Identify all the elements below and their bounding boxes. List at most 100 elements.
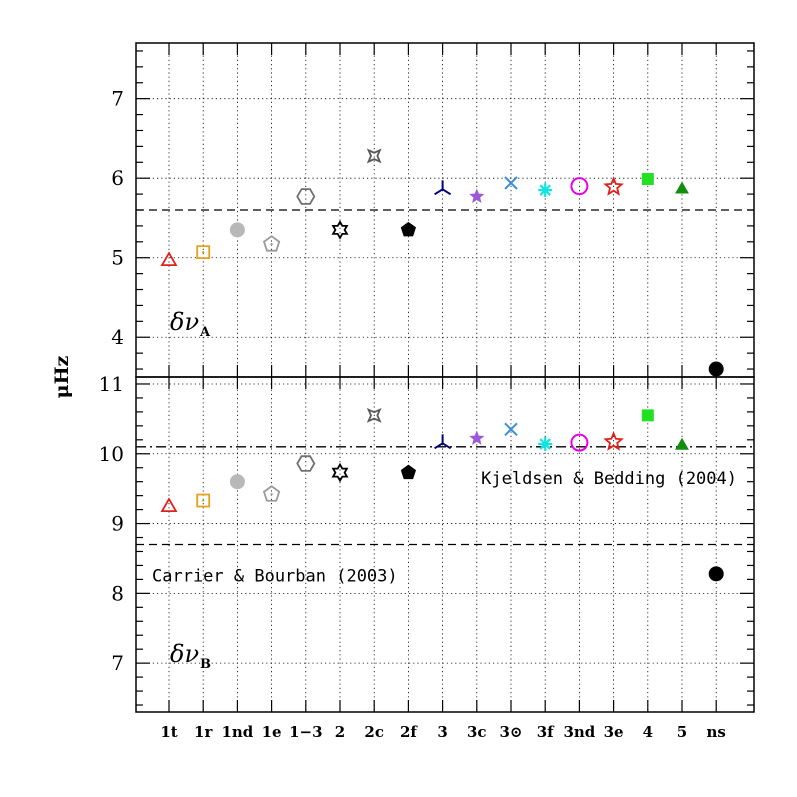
- marker-shape: [331, 220, 349, 240]
- marker-stroke: [539, 438, 551, 450]
- marker-stroke: [434, 442, 444, 450]
- data-point-B-9: [469, 430, 485, 445]
- data-point-A-12: [570, 177, 589, 196]
- marker-shape: [262, 485, 281, 502]
- data-point-B-15: [675, 437, 689, 450]
- x-tick-label: 1−3: [289, 723, 322, 741]
- marker-shape: [570, 433, 589, 452]
- data-point-A-9: [469, 188, 485, 203]
- reference-lines: [136, 209, 754, 546]
- y-tick-label: 8: [111, 581, 124, 605]
- data-points: [160, 148, 724, 582]
- tick-marks: [136, 43, 754, 712]
- marker-shape: [675, 437, 689, 450]
- data-point-B-5: [331, 462, 349, 483]
- panel-label-sub-A: A: [199, 325, 211, 340]
- x-tick-label: 3e: [604, 723, 624, 741]
- data-point-A-8: [434, 180, 452, 196]
- marker-shape: [160, 497, 178, 513]
- marker-shape: [400, 464, 417, 480]
- data-point-A-10: [504, 176, 518, 190]
- marker-shape: [641, 172, 654, 185]
- marker-shape: [641, 409, 654, 422]
- x-tick-label: 1r: [194, 723, 213, 741]
- marker-stroke: [504, 422, 518, 437]
- data-point-B-14: [641, 409, 654, 422]
- marker-dot: [202, 250, 205, 254]
- marker-shape: [160, 251, 178, 267]
- marker-shape: [296, 455, 316, 472]
- data-point-A-5: [331, 220, 349, 240]
- marker-shape: [366, 148, 382, 164]
- x-tick-label: 1nd: [221, 723, 253, 741]
- marker-stroke: [504, 176, 518, 190]
- panel-label-B: δν: [170, 640, 199, 668]
- marker-stroke: [442, 442, 452, 450]
- marker-shape: [708, 361, 724, 377]
- marker-dot: [270, 242, 273, 246]
- y-tick-label: 7: [111, 87, 124, 111]
- data-point-A-11: [538, 183, 553, 198]
- marker-stroke: [442, 188, 452, 196]
- data-point-A-7: [400, 221, 417, 237]
- x-tick-label: ns: [707, 723, 726, 741]
- y-axis-label: μHz: [51, 355, 73, 398]
- data-point-A-14: [641, 172, 654, 185]
- data-point-B-0: [160, 497, 178, 513]
- data-point-A-3: [262, 235, 281, 252]
- x-tick-label: 3nd: [563, 723, 595, 741]
- y-tick-label: 4: [111, 325, 124, 349]
- marker-shape: [196, 245, 211, 260]
- panel-label-A: δν: [170, 308, 199, 336]
- marker-shape: [469, 430, 485, 445]
- marker-dot: [202, 499, 205, 502]
- data-point-A-2: [229, 222, 245, 238]
- y-tick-label: 6: [111, 166, 124, 190]
- reference-line-label: Kjeldsen & Bedding (2004): [481, 469, 737, 489]
- marker-shape: [229, 474, 245, 490]
- marker-shape: [262, 235, 281, 252]
- x-tick-label: 1t: [160, 723, 177, 741]
- marker-stroke: [539, 184, 551, 196]
- data-point-B-16: [708, 566, 724, 582]
- data-point-A-15: [675, 181, 689, 194]
- x-tick-label: 3⊙: [499, 723, 522, 741]
- data-point-B-13: [603, 431, 624, 451]
- y-tick-label: 11: [99, 372, 124, 396]
- data-point-B-11: [538, 437, 553, 451]
- data-point-A-6: [366, 148, 382, 164]
- marker-shape: [603, 176, 624, 196]
- marker-stroke: [434, 188, 444, 196]
- data-point-B-1: [196, 493, 211, 508]
- x-tick-label: 3: [437, 723, 447, 741]
- x-tick-label: 2c: [364, 723, 384, 741]
- x-tick-label: 2: [335, 723, 345, 741]
- data-point-A-0: [160, 251, 178, 267]
- marker-dot: [270, 493, 273, 496]
- y-tick-label: 7: [111, 651, 124, 675]
- reference-line-label: Carrier & Bourban (2003): [152, 567, 398, 587]
- axes-frame: [135, 42, 755, 713]
- y-tick-label: 10: [99, 442, 124, 466]
- data-point-B-6: [366, 407, 382, 423]
- panel-frame-B: [135, 376, 755, 713]
- data-point-A-16: [708, 361, 724, 377]
- x-tick-label: 4: [643, 723, 653, 741]
- marker-shape: [570, 177, 589, 196]
- data-point-A-4: [296, 188, 316, 205]
- marker-shape: [196, 493, 211, 508]
- y-tick-label: 9: [111, 512, 124, 536]
- marker-shape: [366, 407, 382, 423]
- data-point-B-7: [400, 464, 417, 480]
- marker-shape: [708, 566, 724, 582]
- marker-shape: [296, 188, 316, 205]
- marker-shape: [229, 222, 245, 238]
- marker-shape: [469, 188, 485, 203]
- x-tick-label: 5: [677, 723, 687, 741]
- data-point-A-13: [603, 176, 624, 196]
- grid-lines: [136, 43, 754, 712]
- x-tick-label: 2f: [400, 723, 418, 741]
- panel-label-sub-B: B: [200, 657, 211, 672]
